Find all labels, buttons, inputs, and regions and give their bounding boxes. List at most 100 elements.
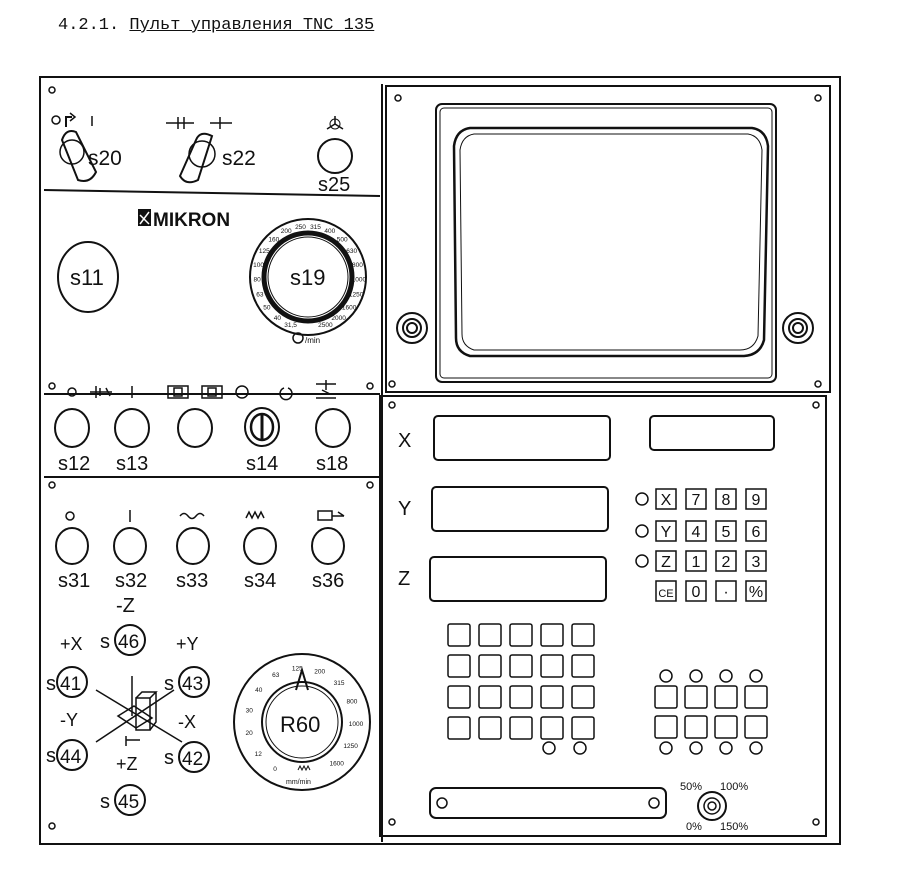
s41-prefix: s	[46, 673, 56, 695]
scale-label: 50	[263, 305, 271, 312]
button-s44[interactable]: s 44	[46, 739, 88, 771]
key-2-2[interactable]: 2	[715, 550, 737, 572]
s32-label: s32	[115, 570, 147, 592]
button-s18[interactable]	[315, 408, 351, 448]
scale-label: 80	[253, 277, 261, 284]
function-key[interactable]	[478, 623, 502, 647]
key-0-1[interactable]: 7	[685, 488, 707, 510]
scale-label: 63	[272, 672, 280, 679]
function-key[interactable]	[540, 685, 564, 709]
soft-key[interactable]	[714, 685, 738, 709]
jog-cluster	[95, 676, 183, 746]
monitor-frame	[385, 85, 831, 393]
s14-label: s14	[246, 453, 278, 475]
function-key[interactable]	[447, 654, 471, 678]
key-label: 8	[722, 492, 731, 509]
function-key[interactable]	[540, 716, 564, 740]
switch-s22[interactable]: s22	[166, 117, 256, 184]
soft-key[interactable]	[744, 685, 768, 709]
key-1-2[interactable]: 5	[715, 520, 737, 542]
key-3-2[interactable]: ·	[715, 580, 737, 602]
function-key[interactable]	[478, 654, 502, 678]
function-key[interactable]	[571, 716, 595, 740]
soft-key[interactable]	[654, 685, 678, 709]
input-frame	[379, 395, 827, 837]
left-divider-top	[43, 189, 381, 197]
soft-key[interactable]	[714, 715, 738, 739]
key-3-1[interactable]: 0	[685, 580, 707, 602]
function-key[interactable]	[540, 623, 564, 647]
function-key[interactable]	[478, 716, 502, 740]
s43-prefix: s	[164, 673, 174, 695]
button-s25[interactable]: s25	[317, 116, 353, 196]
key-0-3[interactable]: 9	[745, 488, 767, 510]
function-key[interactable]	[447, 716, 471, 740]
status-display	[649, 415, 775, 451]
s13-label: s13	[116, 453, 148, 475]
soft-key[interactable]	[684, 685, 708, 709]
button-s45[interactable]: s 45	[100, 784, 146, 816]
key-0-0[interactable]: X	[655, 488, 677, 510]
switch-s20[interactable]: s20	[51, 112, 122, 182]
scale-label: 20	[245, 730, 253, 737]
key-3-3[interactable]: %	[745, 580, 767, 602]
soft-key[interactable]	[684, 715, 708, 739]
minus-z-sub-label: -Z	[116, 595, 135, 617]
key-1-0[interactable]: Y	[655, 520, 677, 542]
button-s46[interactable]: s 46	[100, 624, 146, 656]
panel-frame	[39, 76, 841, 845]
scale-label: 800	[346, 699, 357, 706]
button-s34[interactable]	[243, 527, 277, 565]
function-key[interactable]	[509, 623, 533, 647]
override-100-label: 100%	[720, 781, 748, 793]
button-s13b[interactable]	[177, 408, 213, 448]
function-key[interactable]	[509, 685, 533, 709]
key-0-2[interactable]: 8	[715, 488, 737, 510]
override-0-label: 0%	[686, 821, 702, 833]
frame-screws	[48, 86, 822, 830]
button-s42[interactable]: s 42	[164, 741, 210, 773]
button-s41[interactable]: s 41	[46, 666, 88, 698]
key-label: 2	[722, 554, 731, 571]
key-3-0[interactable]: CE	[655, 580, 677, 602]
key-1-1[interactable]: 4	[685, 520, 707, 542]
button-s33[interactable]	[176, 527, 210, 565]
function-key[interactable]	[571, 685, 595, 709]
key-1-3[interactable]: 6	[745, 520, 767, 542]
button-s43[interactable]: s 43	[164, 666, 210, 698]
button-s36[interactable]	[311, 527, 345, 565]
scale-label: 400	[324, 228, 335, 235]
button-s31[interactable]	[55, 527, 89, 565]
key-2-0[interactable]: Z	[655, 550, 677, 572]
s36-label: s36	[312, 570, 344, 592]
axis-y-label: Y	[398, 498, 411, 520]
scale-label: 1600	[329, 761, 344, 768]
key-2-1[interactable]: 1	[685, 550, 707, 572]
z-position-display	[429, 556, 607, 602]
s12-label: s12	[58, 453, 90, 475]
scale-label: 2000	[331, 315, 346, 322]
function-key[interactable]	[571, 623, 595, 647]
button-s12[interactable]	[54, 408, 90, 448]
function-key[interactable]	[447, 623, 471, 647]
x-position-display	[433, 415, 611, 461]
key-2-3[interactable]: 3	[745, 550, 767, 572]
key-switch-s14[interactable]	[244, 407, 280, 447]
key-label: ·	[723, 584, 728, 601]
function-key[interactable]	[447, 685, 471, 709]
override-knob[interactable]: 50% 100% 0% 150%	[680, 781, 748, 833]
key-label: 9	[752, 492, 761, 509]
function-key[interactable]	[509, 716, 533, 740]
button-s32[interactable]	[113, 527, 147, 565]
function-key[interactable]	[509, 654, 533, 678]
soft-key[interactable]	[744, 715, 768, 739]
button-s11[interactable]: s11	[57, 241, 119, 313]
soft-key[interactable]	[654, 715, 678, 739]
button-s13[interactable]	[114, 408, 150, 448]
function-key[interactable]	[478, 685, 502, 709]
function-key[interactable]	[540, 654, 564, 678]
function-key[interactable]	[571, 654, 595, 678]
